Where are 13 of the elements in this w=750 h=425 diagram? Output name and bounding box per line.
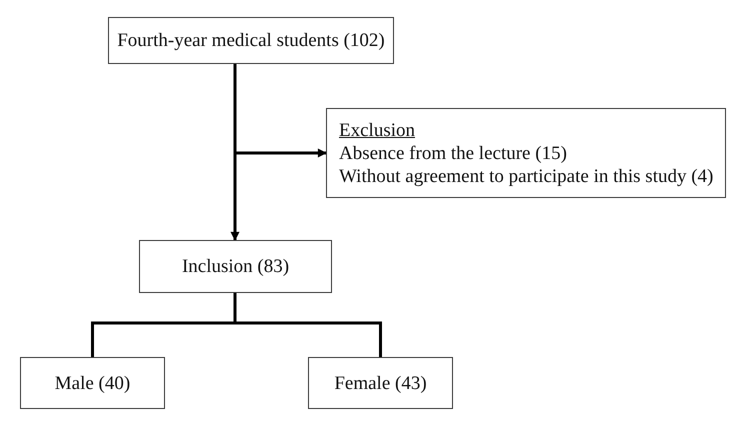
process-box (20, 357, 165, 409)
list-item: Without agreement to participate in this study (4) (339, 164, 714, 188)
process-box (139, 240, 332, 293)
note-box (326, 108, 726, 198)
box-heading: Exclusion (339, 118, 415, 142)
box-label: Fourth-year medical students (102) (117, 29, 385, 52)
process-box (108, 17, 394, 64)
box-label: Inclusion (83) (182, 255, 290, 278)
list-item: Absence from the lecture (15) (339, 142, 567, 164)
process-box (308, 357, 453, 409)
box-label: Male (40) (54, 372, 130, 394)
box-label: Female (43) (334, 372, 427, 394)
arrow (234, 64, 327, 158)
